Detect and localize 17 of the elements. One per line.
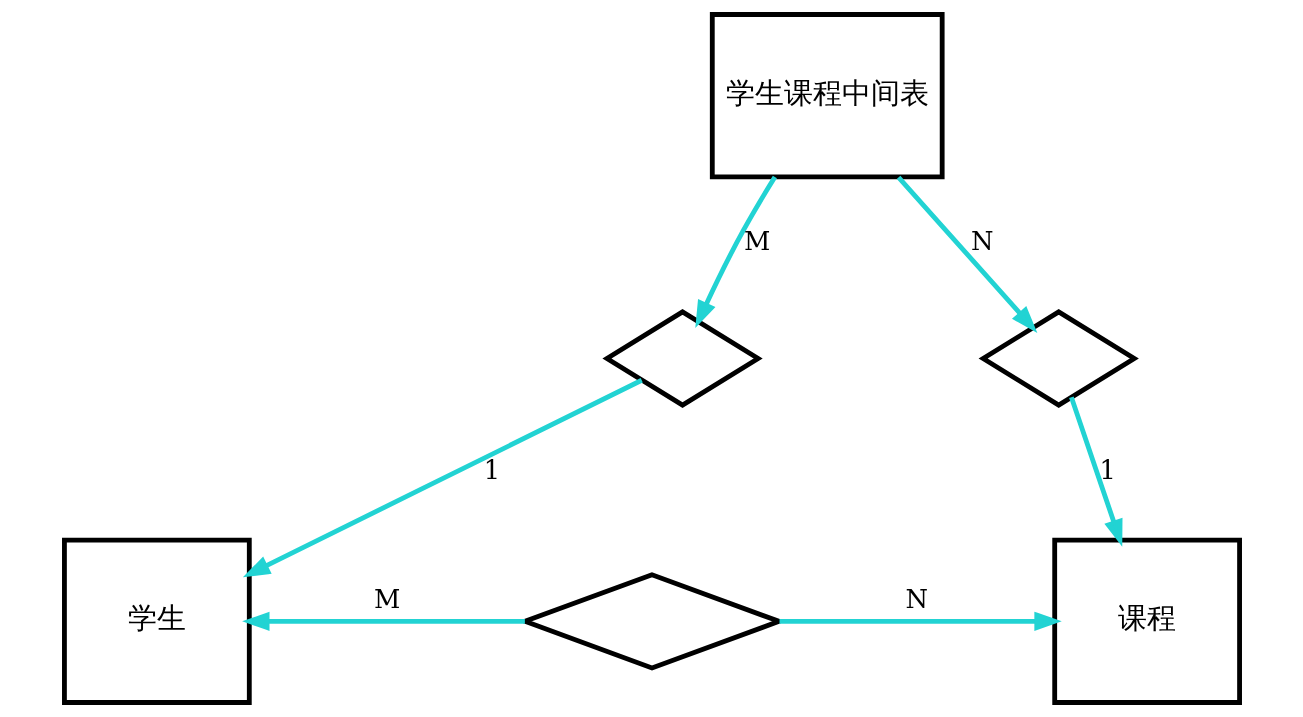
- edge-label: N: [905, 584, 928, 615]
- edge-label: M: [743, 226, 770, 257]
- node-box: 学生: [61, 537, 252, 705]
- node-diamond: [601, 309, 763, 408]
- arrow: [242, 378, 643, 578]
- edge-label: 1: [483, 454, 500, 485]
- arrow: [241, 611, 525, 631]
- arrow: [779, 611, 1062, 631]
- arrow: [1068, 396, 1122, 547]
- edge-label: N: [970, 226, 994, 257]
- node-box: 学生课程中间表: [709, 12, 945, 180]
- edge-label: 1: [1099, 454, 1116, 485]
- node-diamond: [978, 309, 1139, 408]
- arrow: [694, 175, 777, 328]
- node-box: 课程: [1051, 537, 1242, 705]
- arrow: [896, 175, 1037, 333]
- edge-label: M: [373, 584, 400, 615]
